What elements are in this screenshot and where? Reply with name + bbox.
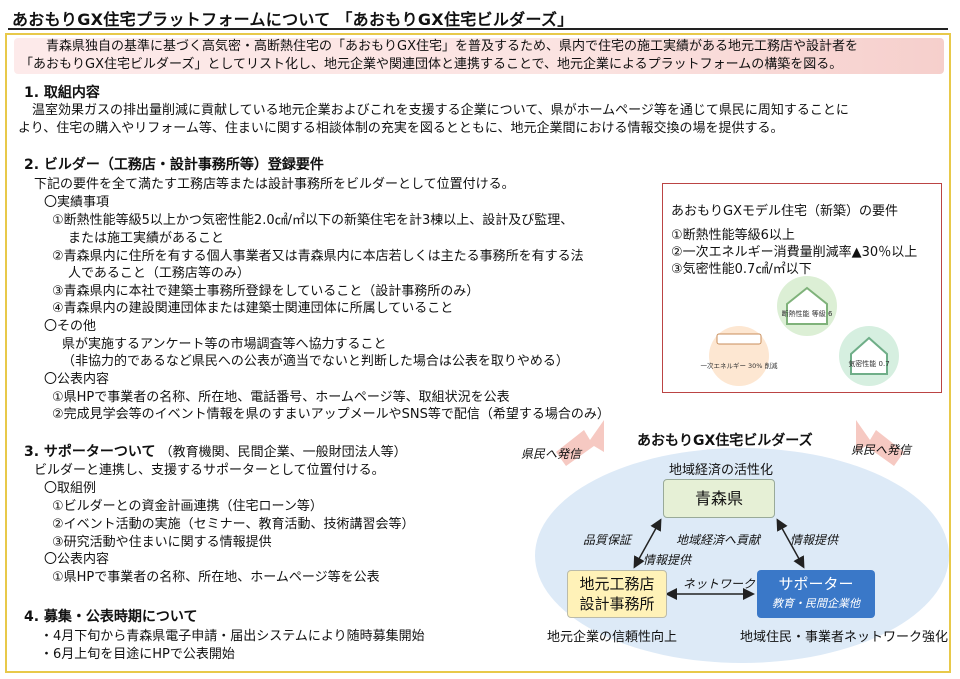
s2-a2b: 人であること（工務店等のみ）	[68, 266, 250, 281]
s2-b1: 県が実施するアンケート等の市場調査等へ協力すること	[62, 337, 387, 352]
model-item-3: ③気密性能0.7㎠/㎡以下	[671, 262, 812, 277]
label-network: ネットワーク	[683, 577, 756, 591]
model-item-1: ①断熱性能等級6以上	[671, 228, 795, 243]
s3-a3: ③研究活動や住まいに関する情報提供	[52, 535, 272, 550]
section-3-heading: 3. サポーターついて	[24, 444, 156, 460]
s3-a1: ①ビルダーとの資金計画連携（住宅ローン等）	[52, 499, 323, 514]
s2-c1: ①県HPで事業者の名称、所在地、電話番号、ホームページ等、取組状況を公表	[52, 390, 510, 405]
s2-a2: ②青森県内に住所を有する個人事業者又は青森県内に本店若しくは主たる事務所を有する…	[52, 249, 584, 264]
energy-badge-icon	[709, 326, 769, 386]
s2-a3: ③青森県内に本社で建築士事務所登録をしていること（設計事務所のみ）	[52, 284, 480, 299]
section-1-line-2: より、住宅の購入やリフォーム等、住まいに関する相談体制の充実を図るとともに、地元…	[18, 121, 784, 136]
s2-b2: （非協力的であるなど県民への公表が適当でないと判断した場合は公表を取りやめる）	[62, 354, 569, 369]
section-4-line-2: ・6月上旬を目途にHPで公表開始	[40, 647, 235, 662]
badge-1-text: 断熱性能 等級 6	[782, 309, 833, 318]
model-title: あおもりGXモデル住宅（新築）の要件	[671, 204, 898, 219]
diagram-left-arrow-label: 県民へ発信	[521, 447, 582, 461]
badge-3-text: 気密性能 0.7	[848, 359, 889, 368]
s2-a1b: または施工実績があること	[68, 231, 225, 246]
summary-box: 青森県独自の基準に基づく高気密・高断熱住宅の「あおもりGX住宅」を普及するため、…	[14, 38, 944, 74]
s2-c2: ②完成見学会等のイベント情報を県のすまいアップメールやSNS等で配信（希望する場…	[52, 407, 610, 422]
diagram-title: あおもりGX住宅ビルダーズ	[637, 433, 813, 449]
content-frame	[5, 33, 951, 673]
diagram-bottom-right-caption: 地域住民・事業者ネットワーク強化	[740, 630, 949, 645]
section-3-intro: ビルダーと連携し、支援するサポーターとして位置付ける。	[34, 463, 385, 478]
node-aomori-prefecture: 青森県	[663, 479, 775, 518]
section-4-line-1: ・4月下旬から青森県電子申請・届出システムにより随時募集開始	[40, 629, 425, 644]
diagram-bottom-left-caption: 地元企業の信頼性向上	[547, 630, 678, 645]
s2-a-heading: 〇実績事項	[44, 195, 110, 210]
s2-a1: ①断熱性能等級5以上かつ気密性能2.0㎠/㎡以下の新築住宅を計3棟以上、設計及び…	[52, 213, 574, 228]
s3-a-heading: 〇取組例	[44, 481, 97, 496]
node-local-builders-line-2: 設計事務所	[579, 595, 655, 613]
summary-line-2: 「あおもりGX住宅ビルダーズ」としてリスト化し、地元企業や関連団体と連携すること…	[20, 57, 843, 72]
node-supporters-title: サポーター	[778, 575, 854, 593]
insulation-badge-icon	[777, 276, 837, 336]
summary-line-1: 青森県独自の基準に基づく高気密・高断熱住宅の「あおもりGX住宅」を普及するため、…	[46, 39, 858, 54]
diagram-right-arrow-label: 県民へ発信	[851, 443, 912, 457]
label-info-provision-right: 情報提供	[790, 533, 839, 547]
badge-2-text: 一次エネルギー 30% 削減	[700, 361, 778, 370]
node-local-builders: 地元工務店 設計事務所	[567, 570, 667, 618]
label-info-provision-left: 情報提供	[643, 553, 692, 567]
airtight-badge-icon	[839, 326, 899, 386]
s3-b1: ①県HPで事業者の名称、所在地、ホームページ等を公表	[52, 570, 380, 585]
model-item-2: ②一次エネルギー消費量削減率▲30％以上	[671, 245, 918, 260]
s3-a2: ②イベント活動の実施（セミナー、教育活動、技術講習会等）	[52, 517, 415, 532]
section-2-intro: 下記の要件を全て満たす工務店等または設計事務所をビルダーとして位置付ける。	[34, 177, 515, 192]
section-4-heading: 4. 募集・公表時期について	[24, 609, 198, 625]
section-3-heading-row: 3. サポーターついて （教育機関、民間企業、一般財団法人等）	[24, 443, 407, 462]
model-house-requirements: あおもりGXモデル住宅（新築）の要件 ①断熱性能等級6以上 ②一次エネルギー消費…	[662, 183, 942, 393]
node-local-builders-line-1: 地元工務店	[579, 575, 655, 593]
s2-c-heading: 〇公表内容	[44, 372, 110, 387]
label-quality-assurance: 品質保証	[583, 533, 632, 547]
model-badges-illustration: 断熱性能 等級 6 一次エネルギー 30% 削減 気密性能 0.7	[700, 276, 899, 386]
label-regional-contribution: 地域経済へ貢献	[676, 533, 761, 547]
diagram-top-caption: 地域経済の活性化	[669, 463, 774, 478]
s2-a4: ④青森県内の建設関連団体または建築士関連団体に所属していること	[52, 301, 454, 316]
page-title: あおもりGX住宅プラットフォームについて 「あおもりGX住宅ビルダーズ」	[12, 10, 574, 29]
s3-b-heading: 〇公表内容	[44, 552, 110, 567]
node-supporters: サポーター 教育・民間企業他	[757, 570, 875, 618]
title-underline	[8, 28, 948, 30]
section-1-line-1: 温室効果ガスの排出量削減に貢献している地元企業およびこれを支援する企業について、…	[32, 103, 849, 118]
node-supporters-sub: 教育・民間企業他	[772, 597, 860, 610]
section-3-heading-note: （教育機関、民間企業、一般財団法人等）	[159, 445, 407, 460]
s2-b-heading: 〇その他	[44, 319, 97, 334]
section-1-heading: 1. 取組内容	[24, 85, 100, 101]
section-2-heading: 2. ビルダー（工務店・設計事務所等）登録要件	[24, 157, 324, 173]
